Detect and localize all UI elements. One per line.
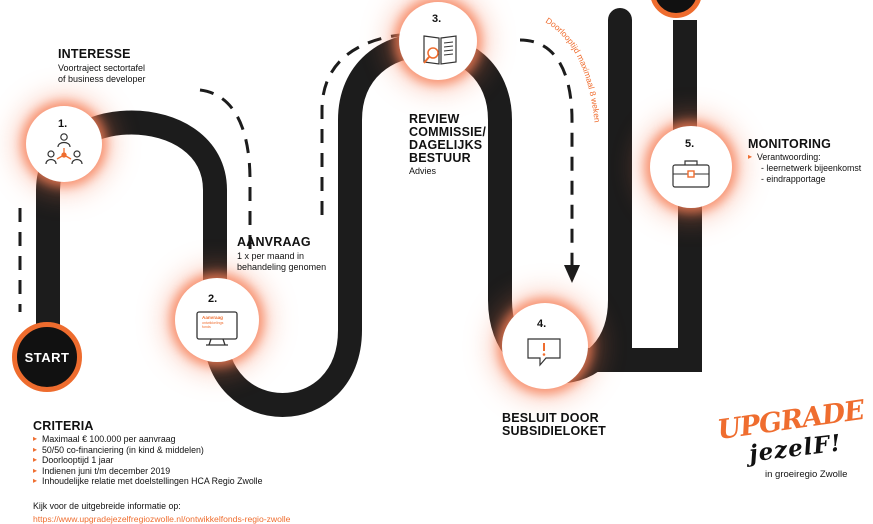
step-5-subitem-1: - leernetwerk bijeenkomst: [761, 163, 862, 173]
step-3-title-3: DAGELIJKS: [409, 138, 483, 152]
step-5-subitem-2: - eindrapportage: [761, 173, 826, 184]
step-3-title-1: REVIEW: [409, 112, 460, 126]
upgrade-jezelf-logo: UPGRADE jezelF! in groeiregio Zwolle: [705, 395, 873, 487]
step-2-circle: [175, 278, 259, 362]
dashed-path-3-4: [519, 38, 574, 265]
step-5-number: 5.: [685, 138, 695, 150]
step-4-title-1: BESLUIT DOOR: [502, 411, 599, 425]
screen-text-3: fonds: [202, 325, 211, 329]
speech-bubble-exclamation-icon: [527, 338, 561, 367]
step-4-number: 4.: [537, 318, 547, 330]
criteria-item: 50/50 co-financiering (in kind & middele…: [33, 445, 263, 456]
lead-time-text: Doorlooptijd maximaal 8 weken: [544, 15, 603, 123]
info-text: Kijk voor de uitgebreide informatie op:: [33, 501, 181, 511]
step-3-title-4: BESTUUR: [409, 151, 471, 165]
svg-text:Doorlooptijd maximaal 8 weken: Doorlooptijd maximaal 8 weken: [544, 15, 603, 123]
criteria-title: CRITERIA: [33, 419, 94, 433]
step-2-title: AANVRAAG: [237, 235, 311, 249]
briefcase-icon: [672, 160, 710, 188]
monitor-form-icon: Aanvraag ontwikkelings fonds: [196, 311, 238, 346]
step-5-title: MONITORING: [748, 137, 832, 151]
dashed-path-1-2: [199, 88, 252, 255]
step-1-circle: [26, 106, 102, 182]
start-badge: START: [12, 322, 82, 392]
people-network-icon: [45, 133, 83, 165]
step-4-title-2: SUBSIDIELOKET: [502, 424, 606, 438]
step-3-circle: [399, 2, 477, 80]
step-5-bullets: Verantwoording:: [748, 152, 821, 163]
step-5-circle: [650, 126, 732, 208]
step-1-number: 1.: [58, 118, 68, 130]
road-step4-5: [572, 200, 702, 372]
logo-tagline: in groeiregio Zwolle: [765, 469, 848, 480]
screen-text-2: ontwikkelings: [202, 321, 224, 325]
step-3-title-2: COMMISSIE/: [409, 125, 487, 139]
criteria-item: Doorlooptijd 1 jaar: [33, 455, 263, 466]
criteria-item: Indienen juni t/m december 2019: [33, 466, 263, 477]
criteria-item: Maximaal € 100.000 per aanvraag: [33, 434, 263, 445]
criteria-list: Maximaal € 100.000 per aanvraag 50/50 co…: [33, 434, 263, 487]
step-3-desc: Advies: [409, 166, 437, 176]
screen-text-1: Aanvraag: [202, 315, 223, 320]
step-1-desc-1: Voortraject sectortafel: [58, 63, 146, 73]
step-1-title: INTERESSE: [58, 47, 131, 61]
step-2-desc-2: behandeling genomen: [237, 262, 327, 272]
step-3-number: 3.: [432, 13, 442, 25]
book-magnifier-icon: [423, 35, 457, 65]
step-2-number: 2.: [208, 293, 218, 305]
step-5-bullet: Verantwoording:: [748, 152, 821, 163]
arrow-down-icon: [564, 265, 580, 283]
step-2-desc-1: 1 x per maand in: [237, 251, 305, 261]
step-1-desc-2: of business developer: [58, 74, 146, 84]
info-link[interactable]: https://www.upgradejezelfregiozwolle.nl/…: [33, 514, 291, 524]
criteria-item: Inhoudelijke relatie met doelstellingen …: [33, 476, 263, 487]
step-5-subitems: - leernetwerk bijeenkomst - eindrapporta…: [757, 163, 861, 184]
